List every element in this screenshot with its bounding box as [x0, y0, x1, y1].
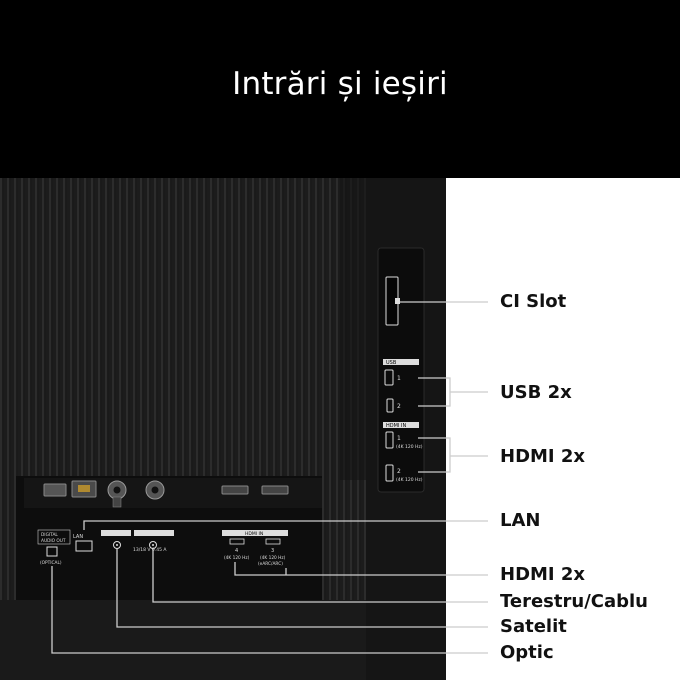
terrestrial-label-bg	[134, 530, 174, 536]
hdmi-port-icon-bottom-2	[261, 485, 289, 495]
label-ci-slot: CI Slot	[500, 291, 567, 312]
satellite-label-bg	[101, 530, 131, 536]
audio-out-label: AUDIO OUT	[41, 538, 66, 544]
hdmi-port-icon-3	[265, 538, 281, 545]
hdmi3-sub-arc: (eARC/ARC)	[258, 561, 283, 567]
optical-label: (OPTICAL)	[40, 560, 62, 566]
callout-terrestrial	[152, 549, 488, 603]
lnb-spec-label: 13/18 V 0.45 A	[133, 547, 167, 553]
digital-audio-label-box	[37, 529, 71, 545]
ci-slot-marker	[395, 298, 400, 304]
top-connector-1	[43, 483, 67, 497]
label-satellite: Satelit	[500, 616, 567, 637]
hdmi-in-bottom-label: HDMI IN	[245, 531, 263, 537]
hdmi4-number: 4	[235, 548, 238, 554]
hdmi-in-label-bg	[383, 422, 419, 428]
label-lan: LAN	[500, 510, 541, 531]
coax-port-core-2	[151, 486, 159, 494]
usb-group-label-bg	[383, 359, 419, 365]
label-hdmi-side: HDMI 2x	[500, 446, 586, 467]
ribbed-bottom-right	[322, 480, 366, 600]
callout-lan	[83, 520, 488, 530]
terrestrial-port-icon	[149, 541, 157, 549]
page-title: Intrări și ieșiri	[232, 66, 448, 102]
usb-port-icon-2	[386, 398, 394, 413]
optical-port-icon	[46, 546, 58, 557]
usb2-number: 2	[397, 403, 401, 410]
callout-optical	[51, 566, 488, 654]
top-connector-2-core	[78, 485, 90, 492]
lan-port-icon	[75, 540, 93, 552]
hdmi4-sub: (4K 120 Hz)	[224, 555, 250, 561]
label-area	[446, 178, 680, 680]
lan-port-label: LAN	[73, 534, 83, 540]
ribbed-bottom-left	[0, 480, 16, 600]
hdmi2-number: 2	[397, 468, 401, 475]
callout-hdmi-bottom	[234, 562, 488, 576]
label-hdmi-bottom: HDMI 2x	[500, 564, 586, 585]
satellite-port-icon	[113, 541, 121, 549]
hdmi-in-bottom-label-bg	[222, 530, 288, 536]
satellite-port-core	[116, 544, 118, 546]
coax-port-core-1	[113, 486, 121, 494]
hdmi-port-icon-bottom-1	[221, 485, 249, 495]
hdmi-port-icon-4	[229, 538, 245, 545]
callout-satellite	[116, 549, 488, 628]
label-optical: Optic	[500, 642, 554, 663]
hdmi1-number: 1	[397, 435, 401, 442]
hdmi-in-label: HDMI IN	[386, 423, 406, 429]
hdmi3-sub: (4K 120 Hz)	[260, 555, 286, 561]
usb1-number: 1	[397, 375, 401, 382]
ribbed-back-cover	[0, 178, 366, 480]
hdmi-port-icon	[385, 431, 394, 449]
label-terrestrial: Terestru/Cablu	[500, 591, 648, 612]
hdmi1-sub: (4K 120 Hz)	[396, 444, 423, 450]
rib-shadow	[340, 178, 366, 480]
usb-group-label: USB	[386, 360, 397, 366]
hdmi-port-icon-2	[385, 464, 394, 482]
label-usb: USB 2x	[500, 382, 572, 403]
terrestrial-port-core	[152, 544, 154, 546]
coax-port-stem-1	[112, 496, 122, 508]
hdmi2-sub: (4K 120 Hz)	[396, 477, 423, 483]
digital-audio-label: DIGITAL	[41, 532, 58, 538]
callout-hdmi-side	[418, 437, 451, 473]
hdmi3-number: 3	[271, 548, 274, 554]
header-bar: Intrări și ieșiri	[0, 0, 680, 178]
usb-port-icon	[384, 369, 394, 386]
